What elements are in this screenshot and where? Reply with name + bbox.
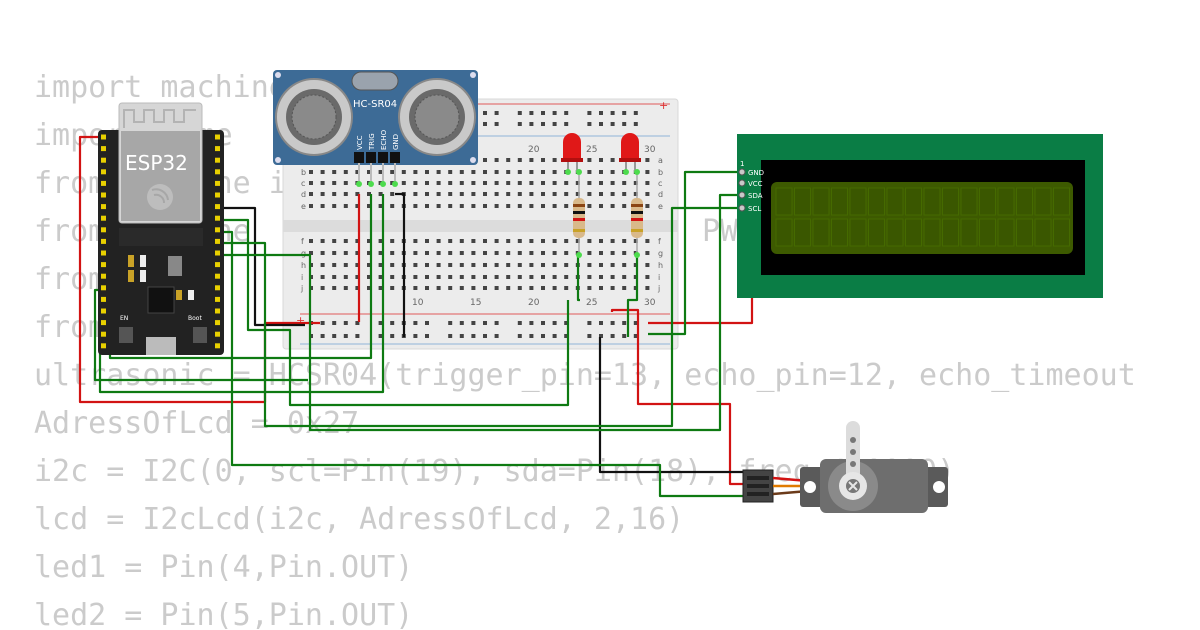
- hc-sr04-sensor[interactable]: HC-SR04 VCC TRIG ECHO GND: [273, 70, 478, 187]
- bb-row-h-right: h: [658, 261, 663, 270]
- lcd-pin-1-marker: 1: [740, 160, 744, 168]
- rail-plus-bottom: +: [296, 314, 305, 327]
- wire-black-ultrasonic-gnd: [395, 192, 406, 337]
- bb-row-g-right: g: [658, 249, 663, 258]
- lcd-pin-scl-label: SCL: [748, 205, 761, 213]
- red-led-2-icon[interactable]: [619, 133, 641, 175]
- wire-black-esp-gnd: [220, 206, 305, 327]
- bb-row-j-left: j: [300, 284, 303, 293]
- hc-pin-trig-label: TRIG: [368, 133, 376, 151]
- bb-row-i-right: i: [658, 273, 660, 282]
- bb-col-25-top: 25: [586, 145, 597, 155]
- wire-green-scl: [217, 193, 742, 432]
- wire-black-servo-gnd: [598, 337, 746, 474]
- wire-green-led1-out: [576, 256, 580, 302]
- transducer-right-icon: [398, 78, 476, 156]
- servo-motor-icon[interactable]: [742, 421, 948, 513]
- bb-col-25-bottom: 25: [586, 298, 597, 308]
- espressif-logo-icon: [147, 184, 173, 210]
- bb-row-a-right: a: [658, 156, 663, 165]
- wire-green-lcd-gnd: [648, 170, 742, 336]
- resistor-1-icon[interactable]: [573, 175, 585, 258]
- wire-green-led2: [217, 218, 570, 407]
- wire-green-led1: [217, 230, 746, 498]
- bb-row-g-left: g: [301, 249, 306, 258]
- lcd-pin-sda-label: SDA: [748, 192, 763, 200]
- bb-row-i-left: i: [301, 273, 303, 282]
- code-line-12: led2 = Pin(5,Pin.OUT): [34, 598, 414, 630]
- bb-row-b-right: b: [658, 168, 663, 177]
- bb-row-d-right: d: [658, 190, 663, 199]
- bb-row-d-left: d: [301, 190, 306, 199]
- bb-col-15-bottom: 15: [470, 298, 481, 308]
- bb-col-10-bottom: 10: [412, 298, 424, 308]
- bb-row-c-right: c: [658, 179, 662, 188]
- lcd-character-cells: [775, 187, 1070, 247]
- lcd-pin-vcc-label: VCC: [748, 180, 763, 188]
- bb-row-f-left: f: [301, 237, 304, 246]
- transducer-left-icon: [275, 78, 353, 156]
- code-line-1: import machine: [34, 70, 287, 105]
- esp32-pin-headers: [101, 134, 220, 349]
- bb-col-30-bottom: 30: [644, 298, 656, 308]
- en-button-label: EN: [120, 315, 128, 322]
- rail-plus-top: +: [659, 99, 668, 112]
- code-line-11: led1 = Pin(4,Pin.OUT): [34, 550, 414, 585]
- bb-col-20-bottom: 20: [528, 298, 540, 308]
- boot-button-icon[interactable]: [193, 327, 207, 343]
- code-line-10: lcd = I2cLcd(i2c, AdressOfLcd, 2,16): [34, 502, 685, 537]
- bb-row-f-right: f: [658, 237, 661, 246]
- bb-row-c-left: c: [301, 179, 305, 188]
- esp32-board[interactable]: ESP32 Boot EN: [98, 102, 224, 355]
- usb-port-icon: [146, 337, 176, 355]
- bb-row-j-right: j: [657, 284, 660, 293]
- hc-sr04-label: HC-SR04: [353, 99, 397, 110]
- antenna-icon: [123, 109, 196, 128]
- code-line-8: AdressOfLcd = 0x27: [34, 406, 360, 441]
- bb-row-e-right: e: [658, 202, 663, 211]
- esp32-label: ESP32: [125, 151, 188, 175]
- boot-button-label: Boot: [188, 315, 202, 322]
- hc-pin-gnd-label: GND: [392, 134, 400, 150]
- red-led-1-icon[interactable]: [561, 133, 583, 175]
- lcd-pin-gnd-label: GND: [748, 169, 764, 177]
- wire-red-esp-vin: [78, 135, 320, 404]
- bb-col-30-top: 30: [644, 145, 656, 155]
- hc-pin-echo-label: ECHO: [380, 129, 388, 150]
- hc-pin-vcc-label: VCC: [356, 135, 364, 150]
- bb-row-h-left: h: [301, 261, 306, 270]
- bb-col-20-top: 20: [528, 145, 540, 155]
- bb-row-b-left: b: [301, 168, 306, 177]
- lcd-1602-i2c[interactable]: 1 GND VCC SDA SCL: [737, 134, 1103, 298]
- wire-green-sda: [217, 206, 742, 428]
- bb-row-e-left: e: [301, 202, 306, 211]
- wire-red-servo-vcc: [610, 308, 746, 486]
- wire-green-led2-out: [626, 256, 639, 337]
- en-button-icon[interactable]: [119, 327, 133, 343]
- resistor-2-icon[interactable]: [631, 175, 643, 258]
